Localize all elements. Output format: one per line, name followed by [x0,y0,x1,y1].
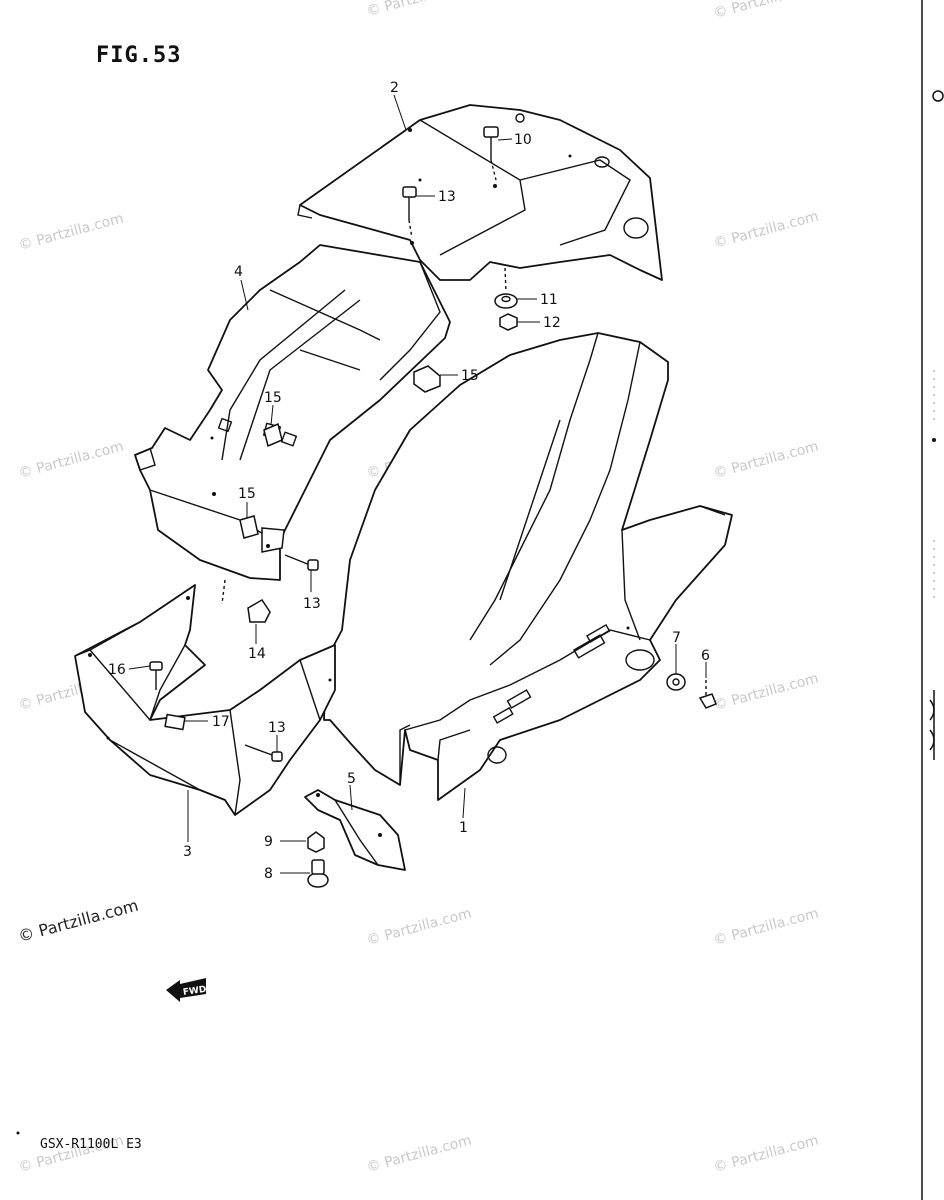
scan-mark [932,90,944,102]
callout-4: 4 [234,264,243,280]
hardware-collar-7 [666,673,686,691]
callout-3: 3 [183,844,192,860]
callout-10: 10 [514,132,532,148]
callout-13-top: 13 [438,189,456,205]
callout-5: 5 [347,771,356,787]
watermark: © Partzilla.com [365,1132,474,1175]
scan-mark [932,438,936,442]
watermark: © Partzilla.com [712,905,821,948]
callout-15-top: 15 [461,368,479,384]
callout-16: 16 [108,662,126,678]
hardware-bolt-13-mid [284,554,319,571]
watermark-strong: © Partzilla.com [16,896,140,946]
callout-7: 7 [672,630,681,646]
callout-11: 11 [540,292,558,308]
callout-13-mid: 13 [303,596,321,612]
callout-15-mid: 15 [264,390,282,406]
hardware-nut-15-top [413,365,441,393]
callout-12: 12 [543,315,561,331]
watermark: © Partzilla.com [712,0,821,22]
callout-13-low: 13 [268,720,286,736]
part-5-bracket [304,789,406,871]
watermark: © Partzilla.com [712,1132,821,1175]
watermark: © Partzilla.com [712,438,821,481]
hardware-clip [261,527,285,553]
hardware-grommet-14 [221,579,271,623]
scan-mark [929,690,935,760]
watermark: © Partzilla.com [712,208,821,251]
hardware-nut-15-low [239,515,259,539]
scan-mark [16,1131,20,1135]
model-code: GSX-R1100L E3 [40,1137,142,1152]
callout-6: 6 [701,648,710,664]
watermark: © Partzilla.com [17,210,126,253]
watermark: © Partzilla.com [365,905,474,948]
watermark: © Partzilla.com [365,0,474,20]
hardware-nut-9 [307,831,325,853]
hardware-bolt-6 [698,680,717,709]
callout-9: 9 [264,834,273,850]
part-4-inner-fender [134,244,451,581]
hardware-bolt-13-low [244,744,283,762]
hardware-nut-12 [499,313,518,331]
figure-title: FIG.53 [96,43,181,68]
callout-15-low: 15 [238,486,256,502]
callout-8: 8 [264,866,273,882]
leader-lines [128,94,707,874]
hardware-bolt-8 [307,859,329,888]
hardware-washer-11 [494,267,518,309]
hardware-bolt-13-top [402,186,417,239]
hardware-bolt-10 [483,126,499,181]
callout-2: 2 [390,80,399,96]
callout-labels: 1 2 3 4 5 6 7 8 9 10 11 12 13 13 13 14 1… [108,80,710,882]
hardware-nut-15-mid [263,422,283,448]
callout-17: 17 [212,714,230,730]
watermark: © Partzilla.com [17,438,126,481]
forward-arrow-label: FWD [182,985,207,998]
part-2-tail-bracket [297,104,663,281]
part-1-rear-fender [323,332,733,801]
callout-14: 14 [248,646,266,662]
forward-arrow: FWD [166,978,207,1002]
callout-1: 1 [459,820,468,836]
part-3-lower-cover [74,584,336,816]
watermark: © Partzilla.com [712,670,821,713]
